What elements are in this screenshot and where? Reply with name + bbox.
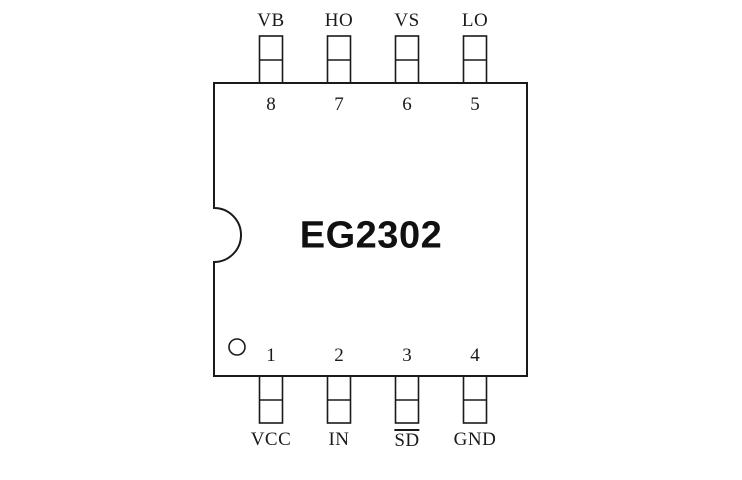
pin-label-lo: LO <box>461 10 489 31</box>
pin-number-6: 6 <box>402 94 412 115</box>
pin-label-vb: VB <box>257 10 285 31</box>
pin-label-vcc: VCC <box>250 429 292 450</box>
pin-number-5: 5 <box>470 94 480 115</box>
pin-number-2: 2 <box>334 345 344 366</box>
chip-part-number: EG2302 <box>299 214 443 257</box>
package-body-outline <box>213 82 528 377</box>
pin-one-marker-icon <box>228 338 246 356</box>
active-low-overline: SD <box>394 429 420 451</box>
bottom-lead-group <box>258 375 488 424</box>
pin-number-3: 3 <box>402 345 412 366</box>
pin-number-4: 4 <box>470 345 480 366</box>
pin-label-sd: SD <box>394 429 420 451</box>
pin-label-ho: HO <box>324 10 354 31</box>
pin-label-gnd: GND <box>453 429 497 450</box>
pin-number-1: 1 <box>266 345 276 366</box>
pin-number-8: 8 <box>266 94 276 115</box>
pin-label-vs: VS <box>394 10 420 31</box>
pin-number-7: 7 <box>334 94 344 115</box>
top-lead-group <box>258 35 488 84</box>
pin-label-in: IN <box>328 429 350 450</box>
